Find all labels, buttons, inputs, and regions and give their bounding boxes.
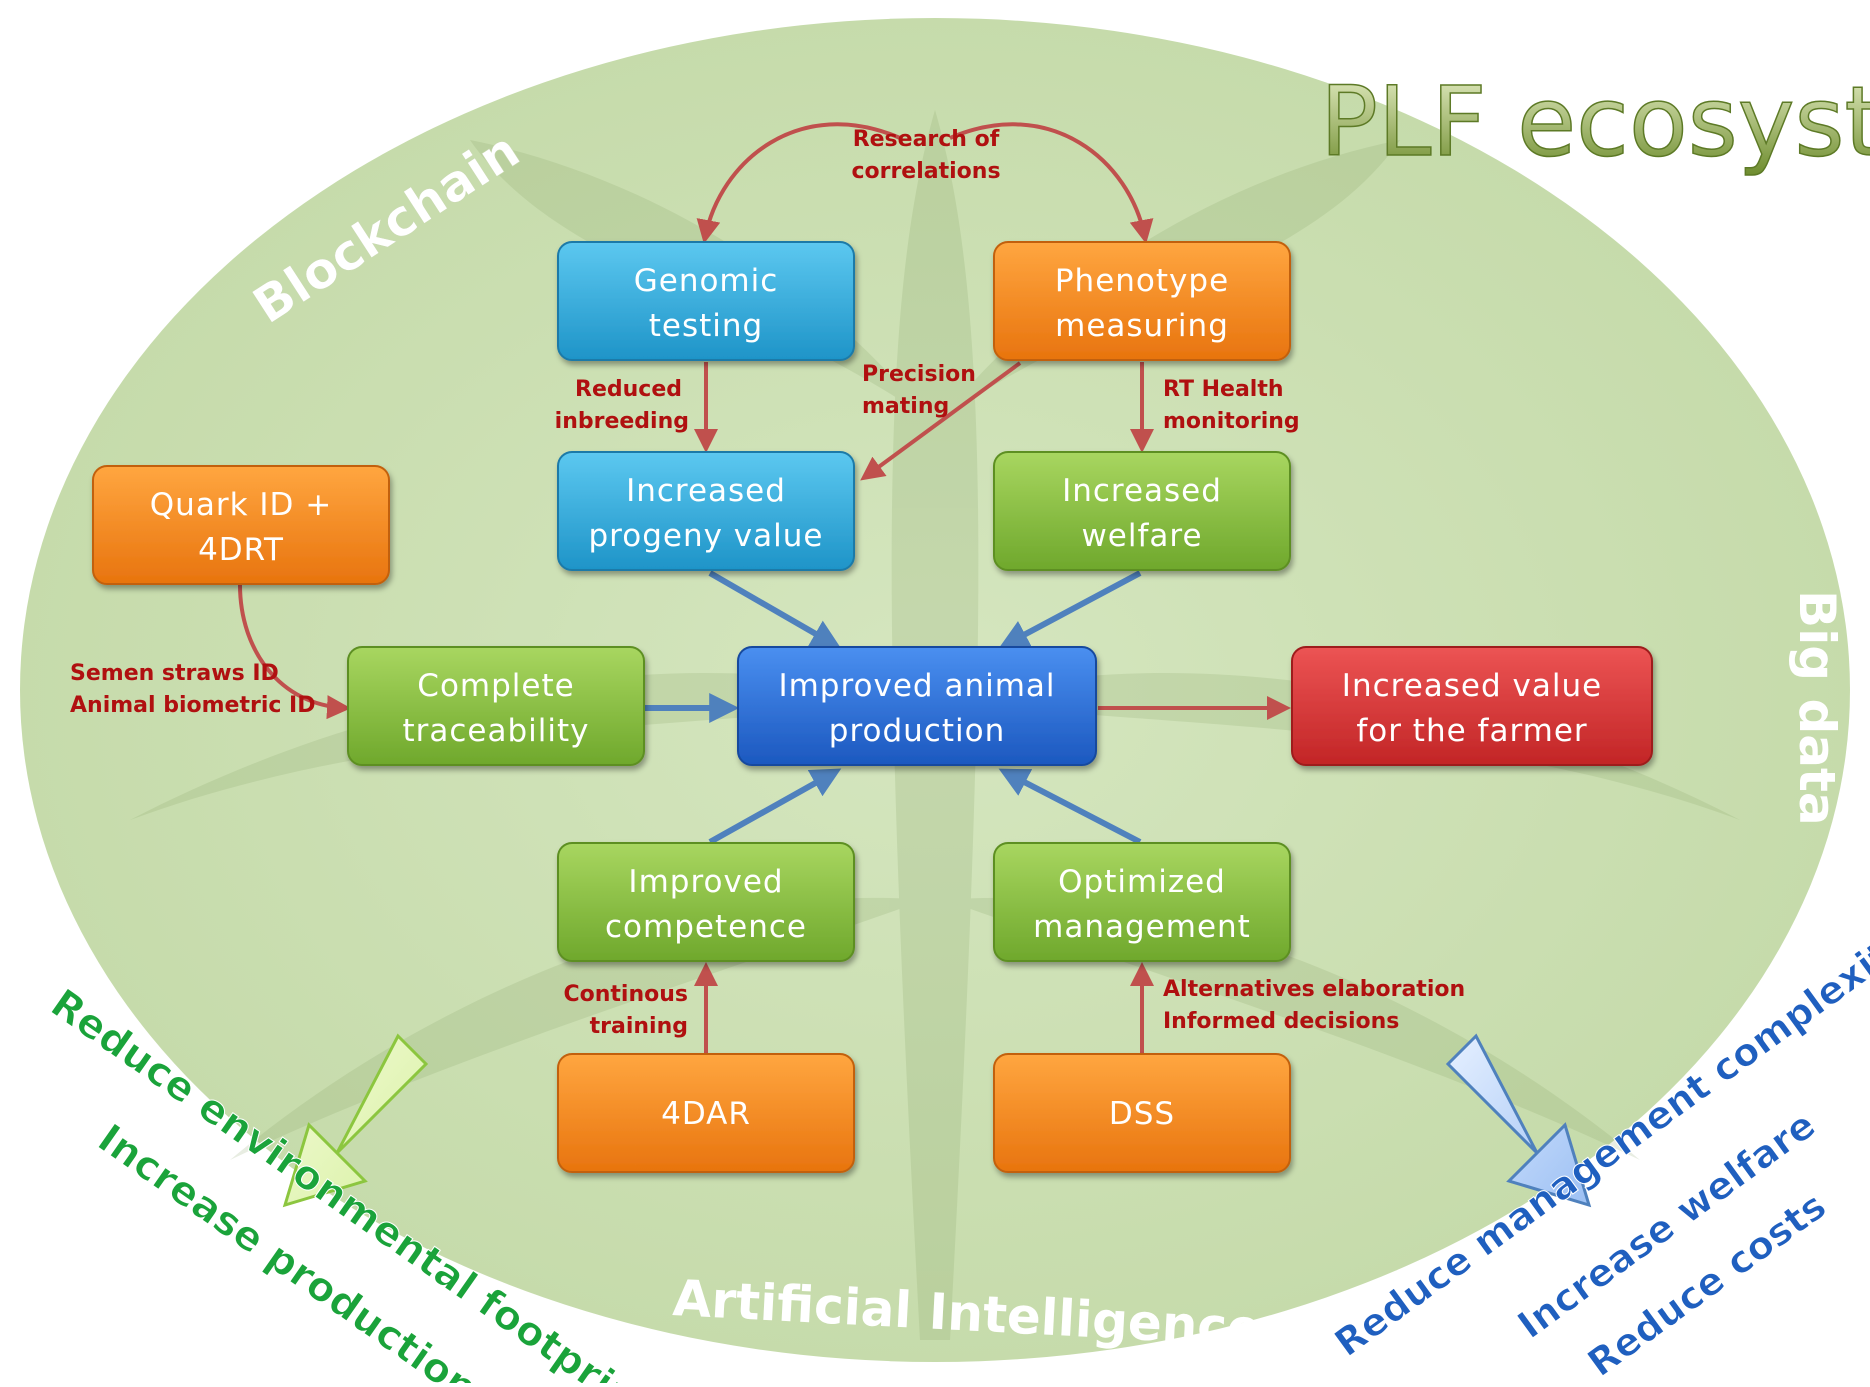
- label-mating-line1: Precision: [862, 362, 976, 387]
- box-welfare-line1: Increased: [1062, 473, 1222, 509]
- box-competence-line2: competence: [605, 909, 807, 945]
- label-ids-line2: Animal biometric ID: [70, 693, 316, 718]
- big-data-label: Big data: [1788, 590, 1846, 826]
- box-increased-value-farmer: Increased value for the farmer: [1291, 646, 1653, 766]
- arrow-competence-to-center: [708, 768, 842, 845]
- box-increased-progeny-value: Increased progeny value: [557, 451, 855, 571]
- box-traceability-line1: Complete: [417, 668, 574, 704]
- label-training-line1: Continous: [563, 982, 688, 1007]
- box-quark-line2: 4DRT: [198, 532, 284, 568]
- box-genomic-line1: Genomic: [634, 263, 779, 299]
- box-genomic-testing: Genomic testing: [557, 241, 855, 361]
- box-phenotype-line1: Phenotype: [1055, 263, 1229, 299]
- label-mating-line2: mating: [862, 394, 949, 419]
- box-progeny-line2: progeny value: [589, 518, 824, 554]
- box-4dar: 4DAR: [557, 1053, 855, 1173]
- box-improved-competence: Improved competence: [557, 842, 855, 962]
- goal-arrow-right: [1445, 1033, 1592, 1208]
- box-optimized-management: Optimized management: [993, 842, 1291, 962]
- box-farmer-line1: Increased value: [1342, 668, 1602, 704]
- box-dss: DSS: [993, 1053, 1291, 1173]
- label-decisions-line2: Informed decisions: [1163, 1009, 1399, 1034]
- box-competence-line1: Improved: [628, 864, 783, 900]
- box-4dar-label: 4DAR: [661, 1096, 751, 1132]
- label-decisions-line1: Alternatives elaboration: [1163, 977, 1465, 1002]
- label-inbreeding-line1: Reduced: [575, 377, 682, 402]
- box-improved-animal-production: Improved animal production: [737, 646, 1097, 766]
- box-management-line2: management: [1033, 909, 1251, 945]
- arrow-progeny-to-center: [708, 570, 842, 649]
- box-welfare-line2: welfare: [1081, 518, 1202, 554]
- label-research-line1: Research of: [853, 127, 1000, 152]
- arrow-welfare-to-center: [998, 570, 1142, 649]
- box-quark-line1: Quark ID +: [150, 487, 332, 523]
- label-training-line2: training: [590, 1014, 688, 1039]
- title: PLF ecosystem: [1320, 66, 1870, 178]
- box-traceability-line2: traceability: [402, 713, 589, 749]
- arrow-correlations-to-genomic: [696, 122, 901, 244]
- box-production-line2: production: [829, 713, 1005, 749]
- label-research-line2: correlations: [851, 159, 1000, 184]
- box-complete-traceability: Complete traceability: [347, 646, 645, 766]
- box-genomic-line2: testing: [649, 308, 763, 344]
- arrow-phenotype-to-progeny: [860, 361, 1022, 481]
- arrow-quark-to-traceability: [238, 584, 351, 720]
- box-production-line1: Improved animal: [778, 668, 1055, 704]
- label-health-line2: monitoring: [1163, 409, 1300, 434]
- box-quark-id-4drt: Quark ID + 4DRT: [92, 465, 390, 585]
- box-farmer-line2: for the farmer: [1356, 713, 1587, 749]
- box-management-line1: Optimized: [1058, 864, 1226, 900]
- box-increased-welfare: Increased welfare: [993, 451, 1291, 571]
- arrow-management-to-center: [998, 768, 1142, 845]
- box-progeny-line1: Increased: [626, 473, 786, 509]
- box-dss-label: DSS: [1109, 1096, 1175, 1132]
- box-phenotype-measuring: Phenotype measuring: [993, 241, 1291, 361]
- box-phenotype-line2: measuring: [1055, 308, 1229, 344]
- arrow-correlations-to-phenotype: [949, 122, 1154, 244]
- label-health-line1: RT Health: [1163, 377, 1284, 402]
- label-ids-line1: Semen straws ID: [70, 661, 279, 686]
- label-inbreeding-line2: inbreeding: [555, 409, 689, 434]
- goal-arrow-left: [282, 1033, 429, 1208]
